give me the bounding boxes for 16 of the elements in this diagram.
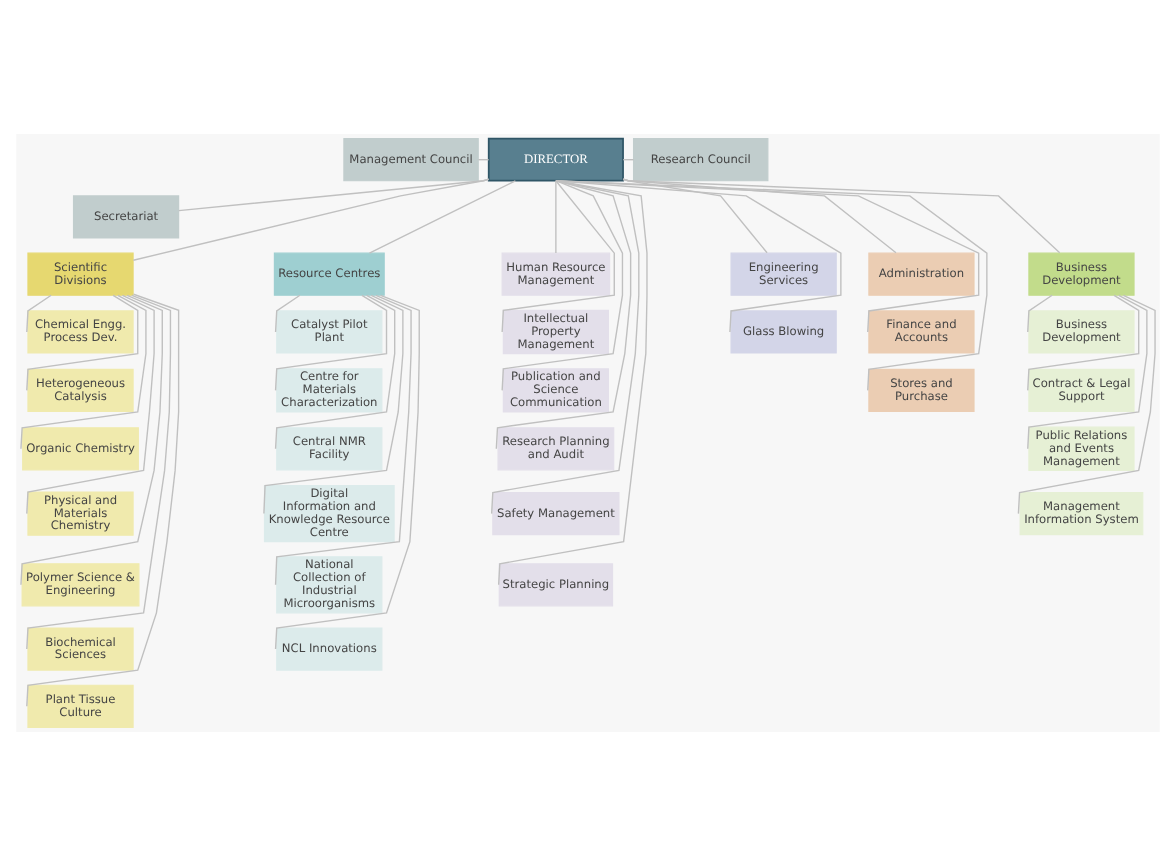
connector bbox=[555, 180, 842, 333]
connector bbox=[622, 178, 1061, 254]
connector bbox=[274, 294, 301, 333]
connector bbox=[555, 180, 988, 392]
connector bbox=[555, 180, 557, 254]
connector bbox=[1017, 294, 1156, 515]
connector bbox=[368, 180, 517, 254]
connector bbox=[555, 180, 980, 333]
connector bbox=[1027, 294, 1053, 333]
connector bbox=[20, 294, 147, 450]
connector bbox=[26, 294, 52, 333]
connector bbox=[132, 178, 490, 261]
connector bbox=[495, 180, 632, 450]
connector bbox=[274, 294, 388, 392]
connector bbox=[490, 180, 640, 515]
connector bbox=[263, 294, 404, 515]
